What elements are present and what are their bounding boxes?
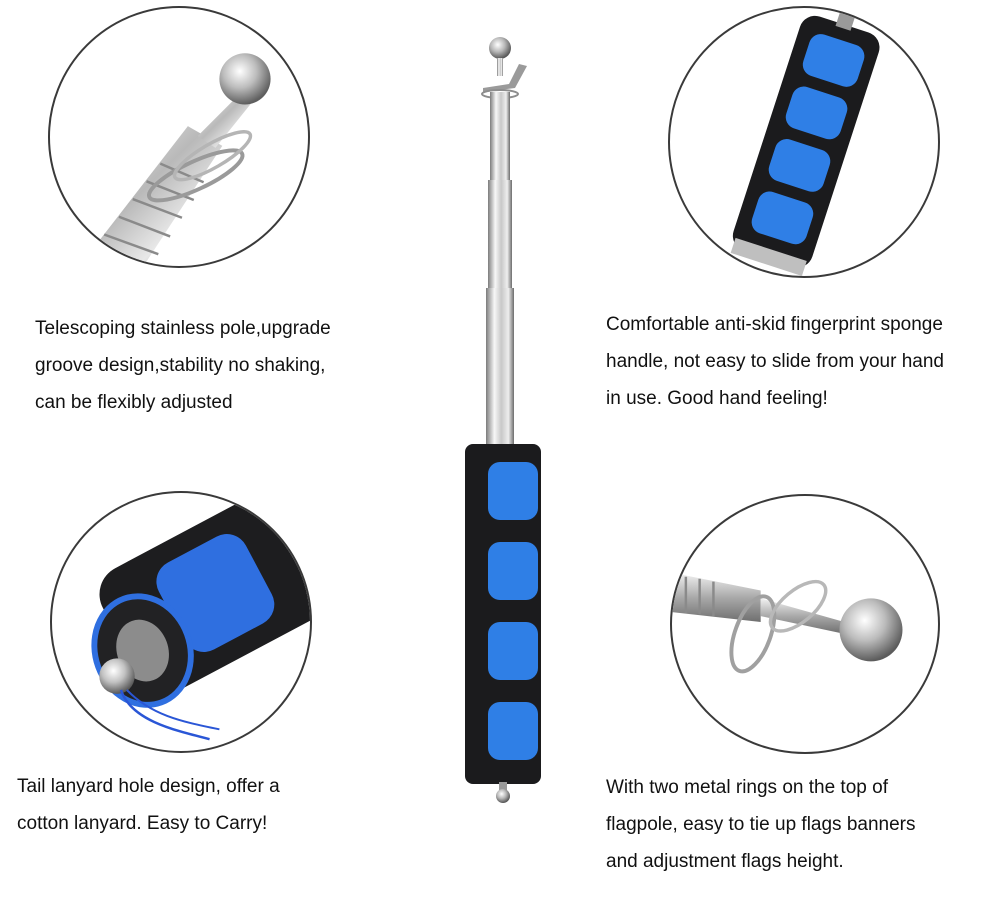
tail-lanyard-closeup-image [91,493,310,741]
flagpole-product-image [465,37,541,803]
detail-tail-lanyard-circle [50,491,312,753]
metal-rings-closeup-image [672,572,903,674]
sponge-handle-closeup-image [730,12,880,276]
detail-metal-rings-circle [670,494,940,754]
detail-pole-tip-circle [48,6,310,268]
caption-sponge-handle: Comfortable anti-skid fingerprint sponge… [606,314,944,409]
caption-tail-lanyard: Tail lanyard hole design, offer a cotton… [17,776,280,834]
caption-metal-rings: With two metal rings on the top of flagp… [606,777,916,872]
detail-sponge-handle-circle [668,6,940,278]
pole-tip-closeup-image [79,53,271,266]
caption-telescoping-pole: Telescoping stainless pole,upgrade groov… [35,318,331,413]
